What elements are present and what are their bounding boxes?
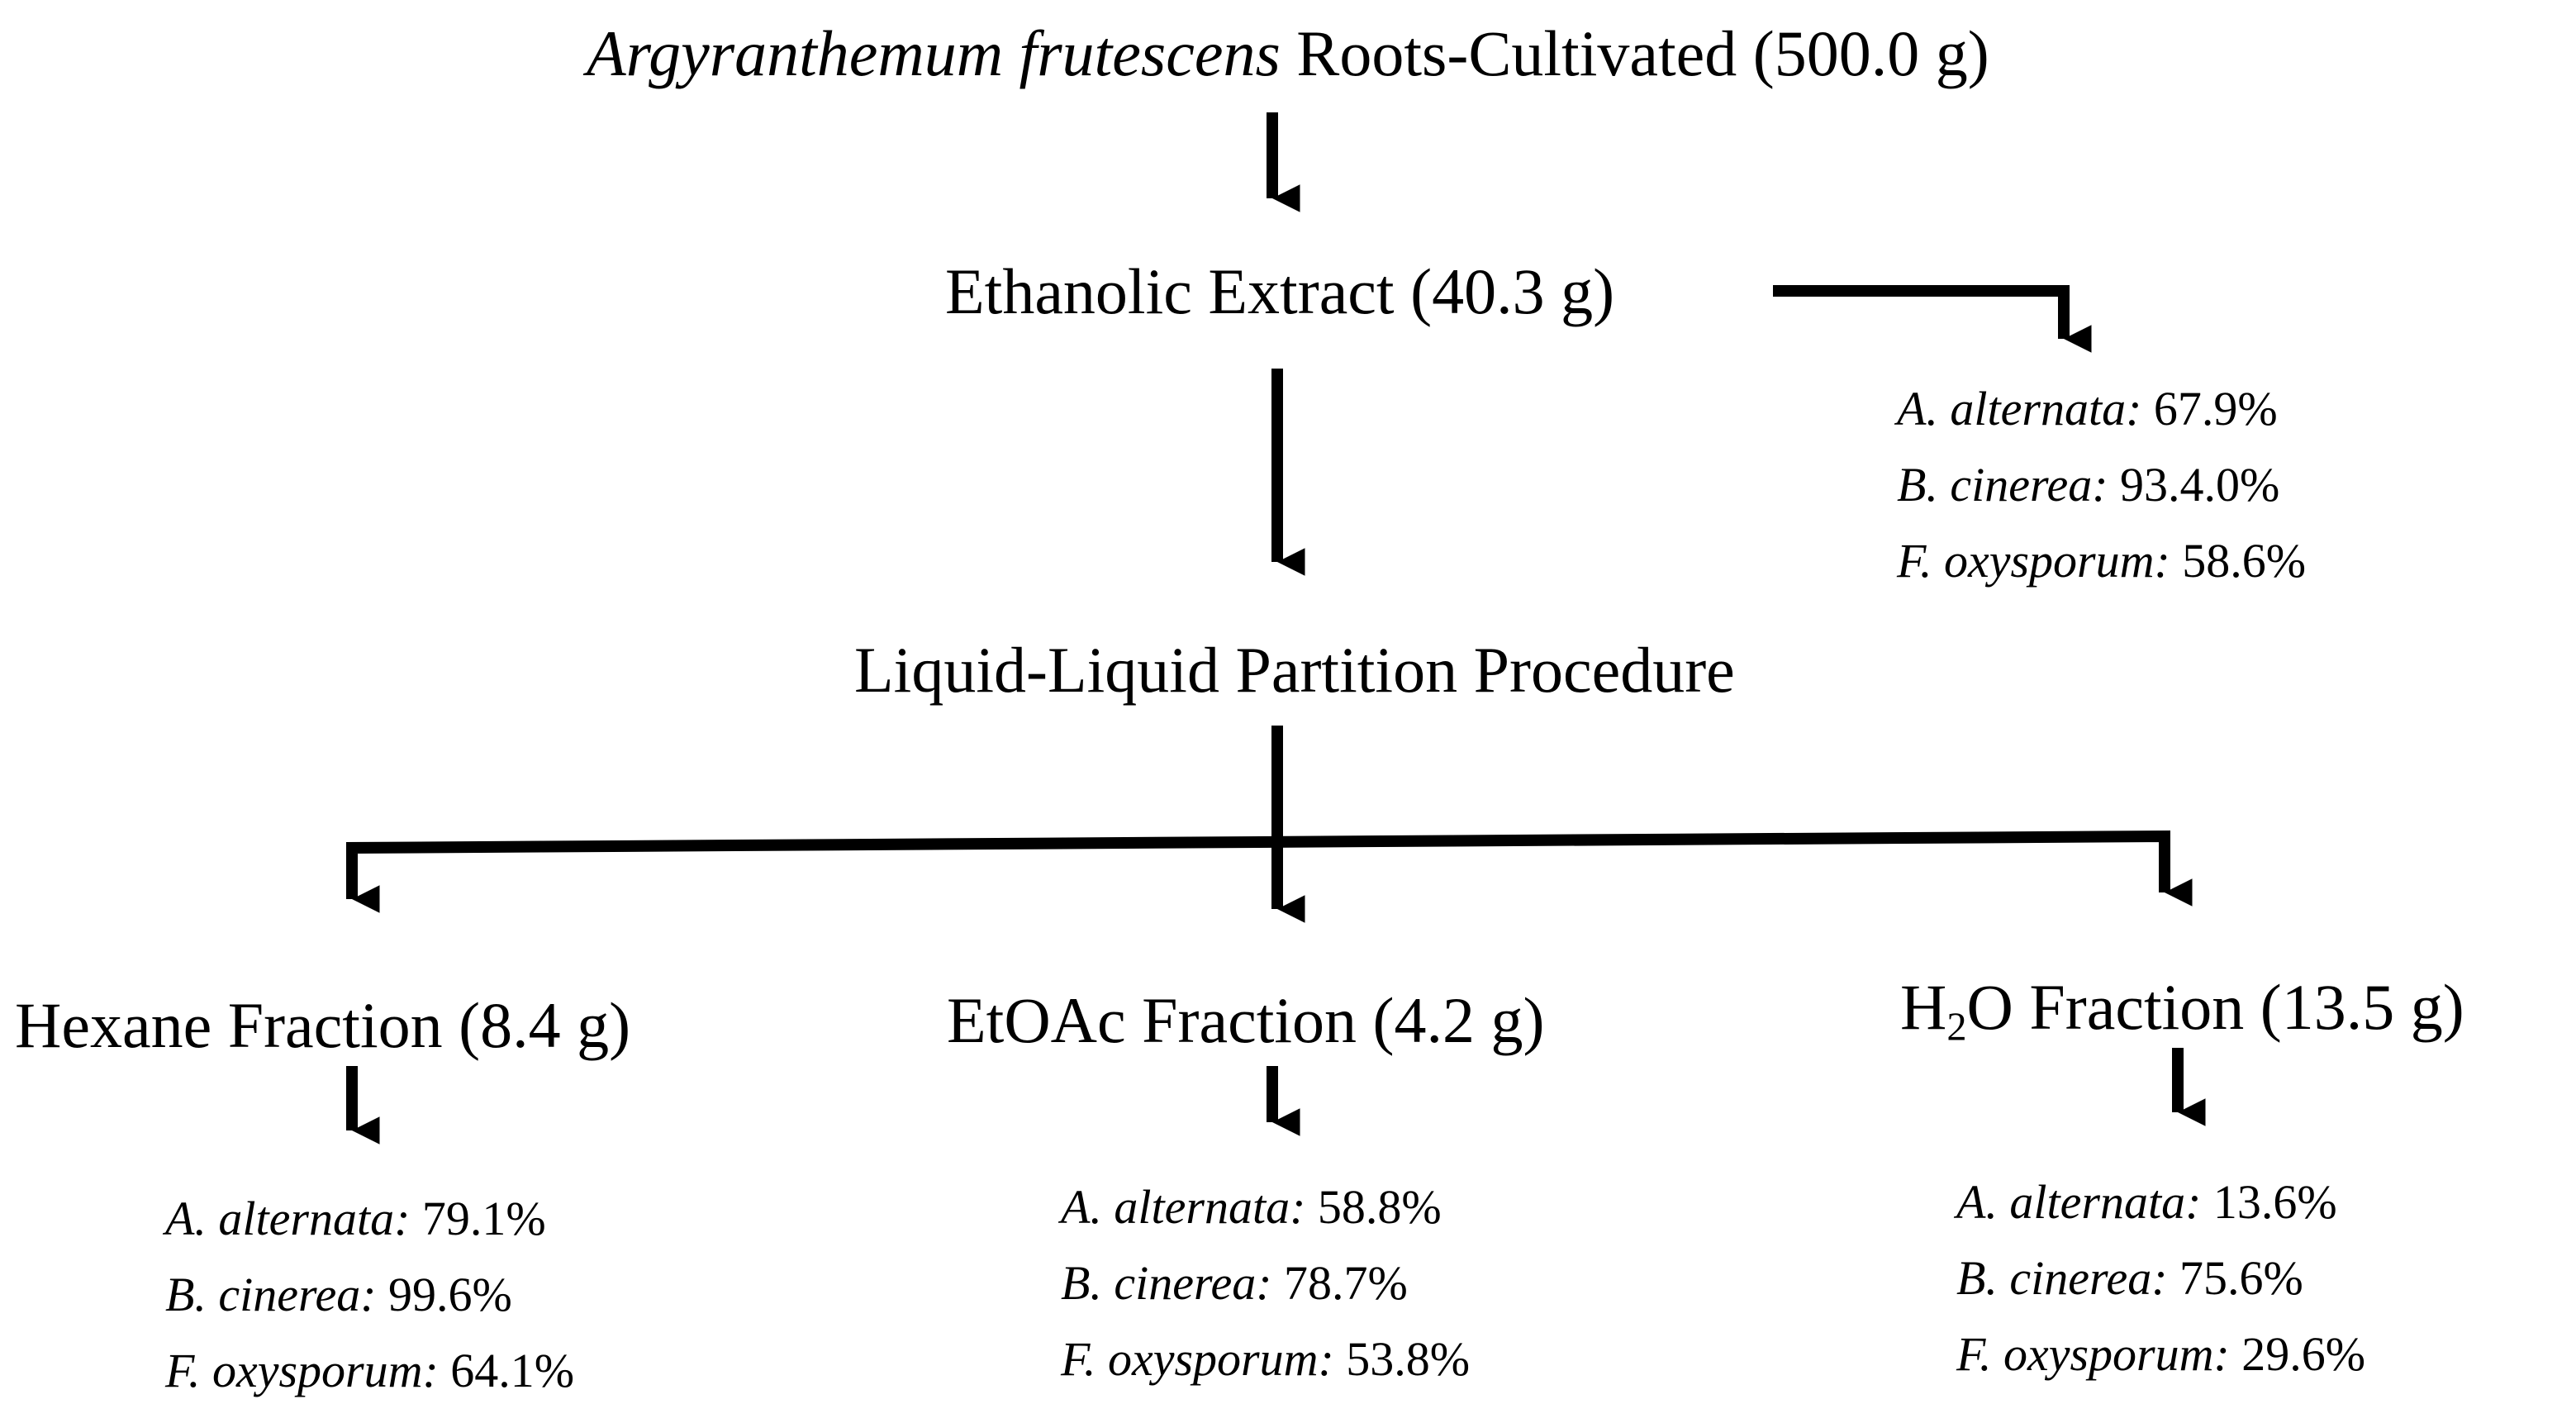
organism-label: B. cinerea: bbox=[165, 1268, 377, 1321]
organism-label: B. cinerea: bbox=[1897, 458, 2108, 512]
hexane-activity-list: A. alternata: 79.1% B. cinerea: 99.6% F.… bbox=[165, 1195, 574, 1423]
etoac-fraction-node: EtOAc Fraction (4.2 g) bbox=[947, 984, 1545, 1056]
activity-value: 58.8% bbox=[1317, 1180, 1442, 1234]
partition-node: Liquid-Liquid Partition Procedure bbox=[854, 634, 1735, 706]
activity-value: 29.6% bbox=[2241, 1327, 2366, 1381]
activity-row: A. alternata: 79.1% bbox=[165, 1195, 574, 1271]
organism-label: F. oxysporum: bbox=[165, 1344, 439, 1397]
organism-label: A. alternata: bbox=[1897, 382, 2142, 435]
extract-node: Ethanolic Extract (40.3 g) bbox=[945, 255, 1615, 327]
organism-label: F. oxysporum: bbox=[1897, 534, 2170, 588]
hexane-fraction-node: Hexane Fraction (8.4 g) bbox=[15, 989, 631, 1061]
organism-label: F. oxysporum: bbox=[1956, 1327, 2230, 1381]
activity-row: B. cinerea: 93.4.0% bbox=[1897, 461, 2306, 537]
activity-row: B. cinerea: 78.7% bbox=[1061, 1259, 1470, 1335]
organism-label: A. alternata: bbox=[1956, 1175, 2202, 1229]
activity-value: 58.6% bbox=[2182, 534, 2307, 588]
water-label-subscript: 2 bbox=[1946, 1005, 1967, 1049]
activity-row: A. alternata: 67.9% bbox=[1897, 385, 2306, 461]
activity-value: 79.1% bbox=[421, 1192, 546, 1245]
water-label-prefix: H bbox=[1900, 971, 1947, 1043]
activity-row: A. alternata: 13.6% bbox=[1956, 1178, 2365, 1254]
organism-label: B. cinerea: bbox=[1061, 1256, 1272, 1310]
activity-value: 99.6% bbox=[388, 1268, 512, 1321]
extract-activity-list: A. alternata: 67.9% B. cinerea: 93.4.0% … bbox=[1897, 385, 2306, 613]
arrow-extract-to-activity bbox=[1773, 285, 2092, 353]
activity-value: 13.6% bbox=[2212, 1175, 2337, 1229]
root-rest: Roots-Cultivated (500.0 g) bbox=[1296, 17, 1989, 89]
activity-value: 53.8% bbox=[1346, 1332, 1471, 1386]
activity-row: B. cinerea: 75.6% bbox=[1956, 1254, 2365, 1330]
water-fraction-node: H2O Fraction (13.5 g) bbox=[1900, 975, 2464, 1048]
organism-label: A. alternata: bbox=[165, 1192, 411, 1245]
root-node: Argyranthemum frutescens Roots-Cultivate… bbox=[587, 21, 1989, 86]
activity-value: 93.4.0% bbox=[2120, 458, 2280, 512]
activity-row: A. alternata: 58.8% bbox=[1061, 1183, 1470, 1259]
activity-value: 67.9% bbox=[2153, 382, 2278, 435]
etoac-activity-list: A. alternata: 58.8% B. cinerea: 78.7% F.… bbox=[1061, 1183, 1470, 1411]
activity-row: F. oxysporum: 29.6% bbox=[1956, 1330, 2365, 1406]
activity-row: F. oxysporum: 58.6% bbox=[1897, 537, 2306, 613]
activity-value: 78.7% bbox=[1284, 1256, 1408, 1310]
water-label-rest: O Fraction (13.5 g) bbox=[1966, 971, 2464, 1043]
activity-value: 75.6% bbox=[2179, 1251, 2303, 1305]
organism-label: A. alternata: bbox=[1061, 1180, 1306, 1234]
branch-line bbox=[346, 830, 2170, 894]
activity-row: F. oxysporum: 64.1% bbox=[165, 1347, 574, 1423]
activity-row: F. oxysporum: 53.8% bbox=[1061, 1335, 1470, 1411]
organism-label: B. cinerea: bbox=[1956, 1251, 2168, 1305]
activity-row: B. cinerea: 99.6% bbox=[165, 1271, 574, 1347]
organism-label: F. oxysporum: bbox=[1061, 1332, 1334, 1386]
root-species: Argyranthemum frutescens bbox=[587, 17, 1281, 89]
activity-value: 64.1% bbox=[450, 1344, 575, 1397]
water-activity-list: A. alternata: 13.6% B. cinerea: 75.6% F.… bbox=[1956, 1178, 2365, 1406]
